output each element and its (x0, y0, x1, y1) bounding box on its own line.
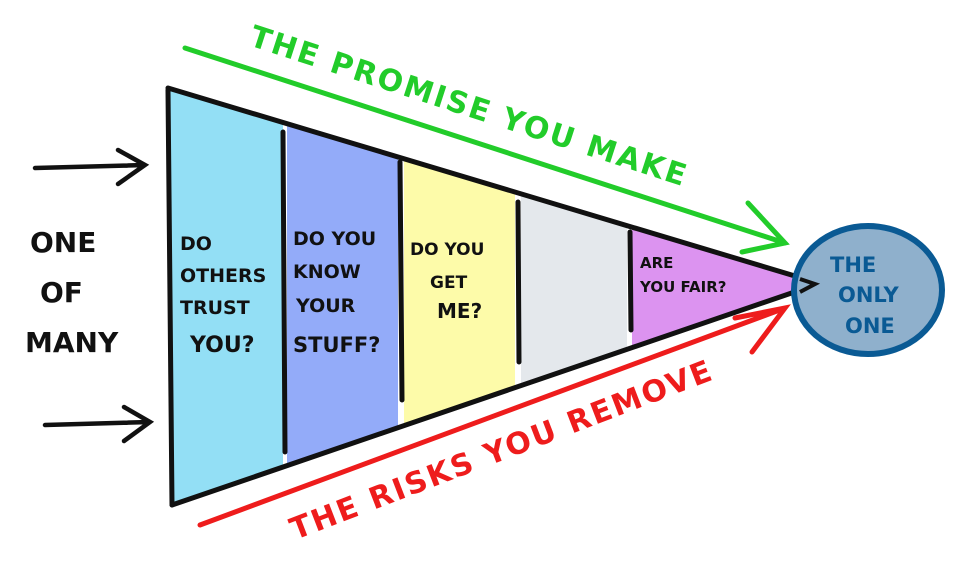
stage-5-fill (632, 228, 792, 346)
stage-3-label: DO YOU GET ME? (410, 240, 490, 323)
stage-1-label: DO OTHERS TRUST YOU? (180, 233, 273, 358)
stage-2-label: DO YOU KNOW YOUR STUFF? (293, 228, 383, 357)
arrow-tip-icon (799, 277, 821, 294)
divider-2 (397, 159, 405, 403)
divider-1 (280, 129, 288, 455)
arrow-right-icon (42, 404, 155, 444)
divider-4 (627, 229, 634, 333)
stage-2-fill (287, 124, 398, 465)
risks-arrow (197, 304, 791, 528)
stage-5-label: ARE YOU FAIR? (639, 254, 726, 296)
stage-1-fill (170, 90, 283, 505)
divider-3 (515, 199, 522, 365)
the-only-one-circle (791, 223, 945, 357)
stage-4-fill (521, 195, 627, 386)
arrow-right-icon (32, 147, 150, 187)
stage-3-fill (404, 160, 515, 425)
funnel-bottom-edge (169, 282, 818, 508)
funnel-top-edge (165, 85, 818, 285)
left-label: ONE OF MANY (25, 226, 119, 359)
end-label: THE ONLY ONE (830, 253, 906, 338)
promise-arrow (182, 45, 790, 255)
funnel-left-edge (165, 87, 175, 508)
